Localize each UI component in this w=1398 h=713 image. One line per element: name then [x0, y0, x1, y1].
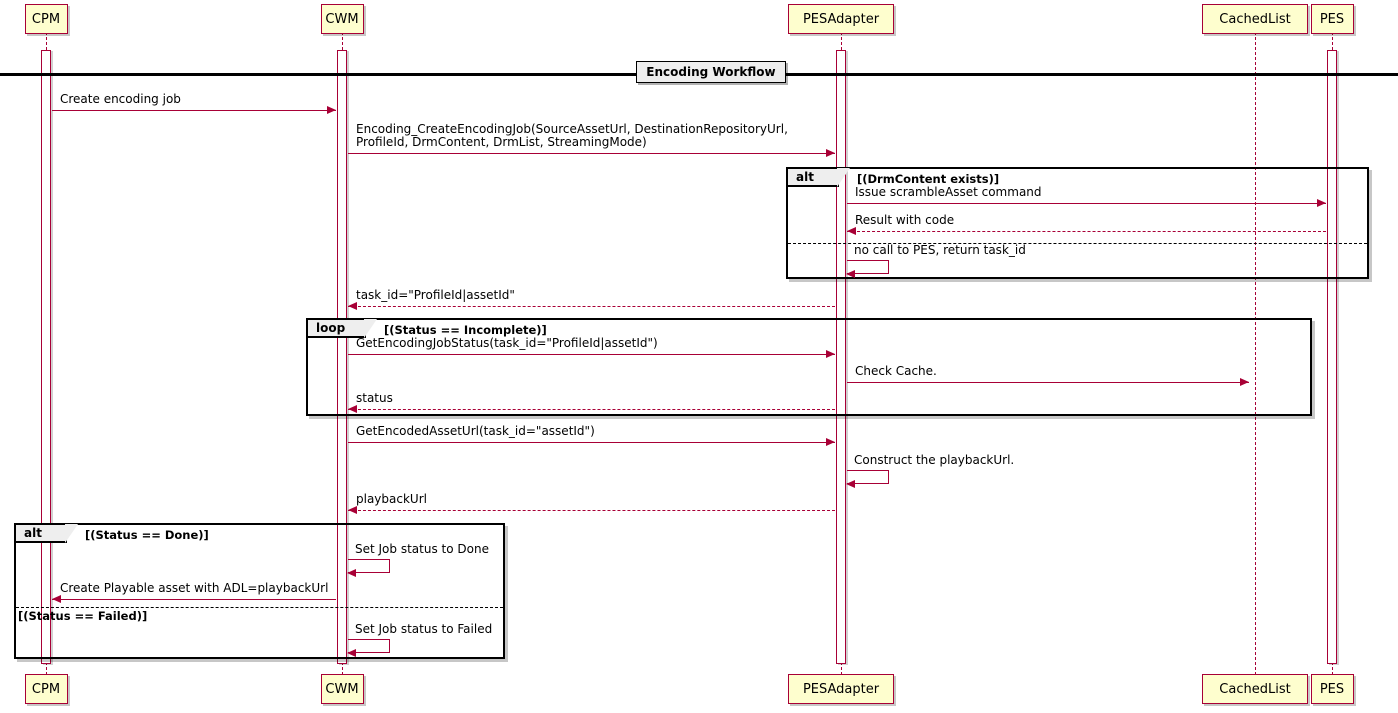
message-label-m15: Set Job status to Failed — [355, 622, 493, 636]
fragment-else-guard-alt-done-failed: [(Status == Failed)] — [18, 609, 148, 623]
message-line-m12 — [348, 510, 835, 511]
participant-pes-bottom[interactable]: PES — [1310, 674, 1354, 704]
message-line-m6 — [348, 306, 835, 307]
participant-label: PES — [1319, 11, 1345, 27]
participant-label: PESAdapter — [802, 681, 880, 697]
message-line-m8 — [847, 382, 1249, 383]
fragment-operator-label: alt — [796, 170, 814, 184]
participant-pesadapter-top[interactable]: PESAdapter — [788, 4, 894, 34]
participant-cwm-top[interactable]: CWM — [320, 4, 364, 34]
message-arrow-m12 — [348, 506, 357, 514]
fragment-operator-label: alt — [24, 526, 42, 540]
self-message-arrow-m5 — [846, 270, 855, 278]
fragment-else-divider-alt-drm — [788, 243, 1367, 244]
participant-label: PESAdapter — [802, 11, 880, 27]
message-label-m14: Create Playable asset with ADL=playbackU… — [60, 581, 329, 595]
fragment-else-divider-alt-done-failed — [16, 607, 503, 608]
self-message-arrow-m13 — [347, 569, 356, 577]
message-line-m1 — [52, 110, 336, 111]
message-label-m7: GetEncodingJobStatus(task_id="ProfileId|… — [356, 336, 658, 350]
participant-label: CWM — [325, 681, 359, 697]
participant-label: PES — [1319, 681, 1345, 697]
message-line-m14 — [52, 599, 336, 600]
message-label-m12: playbackUrl — [356, 492, 427, 506]
participant-cachedlist-top[interactable]: CachedList — [1202, 4, 1308, 34]
message-label-m2: Encoding_CreateEncodingJob(SourceAssetUr… — [356, 122, 788, 149]
participant-cwm-bottom[interactable]: CWM — [320, 674, 364, 704]
self-message-m15 — [348, 639, 390, 653]
message-label-m3: Issue scrambleAsset command — [855, 185, 1042, 199]
fragment-operator-alt-done-failed: alt — [16, 524, 78, 543]
activation-bar-cpm — [41, 50, 51, 664]
message-arrow-m10 — [826, 438, 835, 446]
fragment-operator-loop-status: loop — [308, 319, 377, 338]
message-arrow-m3 — [1317, 199, 1326, 207]
fragment-guard-loop-status: [(Status == Incomplete)] — [384, 323, 547, 337]
message-arrow-m9 — [348, 405, 357, 413]
message-line-m2 — [348, 153, 835, 154]
fragment-alt-done-failed: alt [(Status == Done)] [(Status == Failed)… — [14, 523, 505, 659]
message-arrow-m14 — [52, 595, 61, 603]
self-message-m13 — [348, 559, 390, 573]
fragment-operator-alt-drm: alt — [788, 168, 850, 187]
message-label-m4: Result with code — [855, 213, 955, 227]
message-arrow-m4 — [847, 227, 856, 235]
fragment-guard-alt-drm: [(DrmContent exists)] — [857, 172, 1000, 186]
message-line-m10 — [348, 442, 835, 443]
participant-pes-top[interactable]: PES — [1310, 4, 1354, 34]
self-message-arrow-m11 — [846, 480, 855, 488]
participant-cpm-top[interactable]: CPM — [24, 4, 68, 34]
participant-label: CPM — [31, 681, 61, 697]
participant-label: CPM — [31, 11, 61, 27]
message-line-m9 — [348, 409, 835, 410]
divider-label: Encoding Workflow — [636, 61, 786, 83]
message-label-m10: GetEncodedAssetUrl(task_id="assetId") — [356, 424, 595, 438]
self-message-m11 — [847, 470, 889, 484]
message-line-m3 — [847, 203, 1326, 204]
message-label-m13: Set Job status to Done — [355, 542, 489, 556]
message-arrow-m1 — [327, 106, 336, 114]
participant-cachedlist-bottom[interactable]: CachedList — [1202, 674, 1308, 704]
message-label-m8: Check Cache. — [855, 364, 937, 378]
message-label-m11: Construct the playbackUrl. — [854, 453, 1015, 467]
participant-cpm-bottom[interactable]: CPM — [24, 674, 68, 704]
participant-label: CachedList — [1219, 11, 1291, 27]
message-arrow-m2 — [826, 149, 835, 157]
activation-bar-cwm — [337, 50, 347, 664]
message-arrow-m6 — [348, 302, 357, 310]
message-arrow-m7 — [826, 350, 835, 358]
self-message-arrow-m15 — [347, 649, 356, 657]
participant-label: CWM — [325, 11, 359, 27]
message-arrow-m8 — [1240, 378, 1249, 386]
message-label-m5: no call to PES, return task_id — [854, 243, 1026, 257]
fragment-guard-alt-done-failed: [(Status == Done)] — [85, 528, 209, 542]
fragment-alt-drm: alt [(DrmContent exists)] — [786, 167, 1369, 279]
participant-label: CachedList — [1219, 681, 1291, 697]
activation-bar-pesadapter — [836, 50, 846, 664]
activation-bar-pes — [1327, 50, 1337, 664]
fragment-loop-status: loop [(Status == Incomplete)] — [306, 318, 1312, 416]
message-label-m1: Create encoding job — [60, 92, 181, 106]
lifeline-cachedlist — [1255, 32, 1256, 680]
self-message-m5 — [847, 260, 889, 274]
message-line-m7 — [348, 354, 835, 355]
message-label-m9: status — [356, 391, 393, 405]
fragment-operator-label: loop — [316, 321, 346, 335]
message-label-m6: task_id="ProfileId|assetId" — [356, 288, 515, 302]
message-line-m4 — [847, 231, 1326, 232]
participant-pesadapter-bottom[interactable]: PESAdapter — [788, 674, 894, 704]
